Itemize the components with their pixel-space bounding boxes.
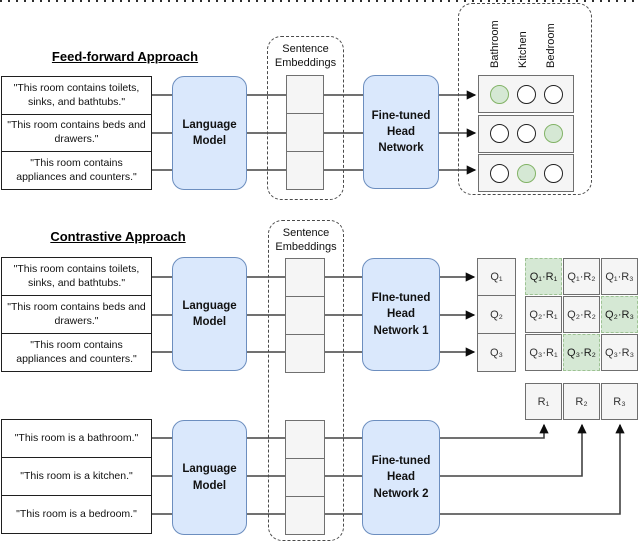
prediction-circle	[543, 124, 563, 143]
similarity-matrix: Q₁·R₁ Q₁·R₂ Q₁·R₃ Q₂·R₁ Q₂·R₂ Q₂·R₃ Q₃·R…	[525, 258, 638, 371]
ct-reference-sentence: "This room is a bedroom."	[1, 495, 152, 534]
prediction-circle	[543, 163, 563, 183]
ff-output-row	[478, 114, 574, 153]
ff-embedding-box	[286, 75, 324, 114]
ct-embeddings-container	[268, 220, 344, 541]
ff-embeddings-container	[267, 36, 344, 200]
prediction-circle	[516, 163, 536, 183]
query-vector-cell: Q₂	[477, 295, 516, 334]
ff-head-network-box: Fine-tuned Head Network	[363, 75, 439, 189]
ct-query-embedding-box	[285, 334, 325, 373]
ff-embedding-box	[286, 151, 324, 190]
ff-embedding-box	[286, 113, 324, 152]
similarity-cell: Q₂·R₃	[601, 296, 638, 333]
ct-reference-embedding-box	[285, 496, 325, 535]
similarity-cell: Q₁·R₁	[525, 258, 562, 295]
feed-forward-title: Feed-forward Approach	[51, 49, 199, 64]
reference-vector-cell: R₁	[525, 383, 562, 420]
ct-reference-embedding-box	[285, 458, 325, 497]
contrastive-title: Contrastive Approach	[50, 229, 186, 244]
query-vector-cell: Q₁	[477, 258, 516, 296]
prediction-circle	[516, 124, 536, 143]
ct-language-model-box-1: Language Model	[172, 257, 247, 371]
ff-input-sentence: "This room contains beds and drawers."	[1, 114, 152, 152]
prediction-circle	[489, 124, 509, 143]
ff-embeddings-label: Sentence Embeddings	[274, 43, 337, 70]
similarity-cell: Q₃·R₂	[563, 334, 600, 371]
ct-reference-sentence: "This room is a kitchen."	[1, 457, 152, 496]
connector-elbow-arrow	[440, 423, 625, 515]
prediction-circle	[489, 84, 509, 104]
ct-head-network-1-box: FIne-tuned Head Network 1	[362, 258, 440, 371]
similarity-cell: Q₂·R₁	[525, 296, 562, 333]
ff-input-sentence: "This room contains appliances and count…	[1, 151, 152, 190]
ct-query-sentence: "This room contains beds and drawers."	[1, 295, 152, 334]
ff-output-row	[478, 154, 574, 192]
prediction-circle	[489, 163, 509, 183]
reference-vector-cell: R₃	[601, 383, 638, 420]
ct-query-embedding-box	[285, 258, 325, 297]
ff-language-model-box: Language Model	[172, 76, 247, 190]
similarity-cell: Q₃·R₃	[601, 334, 638, 371]
prediction-circle	[516, 84, 536, 104]
ct-embeddings-label: Sentence Embeddings	[275, 227, 337, 254]
reference-vector-cell: R₂	[563, 383, 600, 420]
ct-query-embedding-box	[285, 296, 325, 335]
ff-output-row	[478, 75, 574, 113]
connector-elbow-arrow	[440, 423, 549, 439]
section-divider	[0, 0, 640, 2]
similarity-cell: Q₂·R₂	[563, 296, 600, 333]
ff-output-column-label: Kitchen	[517, 31, 529, 68]
ct-language-model-box-2: Language Model	[172, 420, 247, 535]
ct-query-sentence: "This room contains appliances and count…	[1, 333, 152, 372]
similarity-cell: Q₁·R₃	[601, 258, 638, 295]
ff-output-column-label: Bedroom	[545, 23, 557, 68]
ct-reference-sentence: "This room is a bathroom."	[1, 419, 152, 458]
ff-input-sentence: "This room contains toilets, sinks, and …	[1, 76, 152, 115]
prediction-circle	[543, 84, 563, 104]
ct-reference-embedding-box	[285, 420, 325, 459]
reference-vector-row: R₁ R₂ R₃	[525, 383, 638, 420]
query-vector-cell: Q₃	[477, 333, 516, 372]
ff-output-container	[458, 3, 592, 195]
connector-elbow-arrow	[440, 423, 587, 477]
similarity-cell: Q₁·R₂	[563, 258, 600, 295]
ct-head-network-2-box: Fine-tuned Head Network 2	[362, 420, 440, 535]
ff-output-column-label: Bathroom	[489, 20, 501, 68]
similarity-cell: Q₃·R₁	[525, 334, 562, 371]
ct-query-sentence: "This room contains toilets, sinks, and …	[1, 257, 152, 296]
